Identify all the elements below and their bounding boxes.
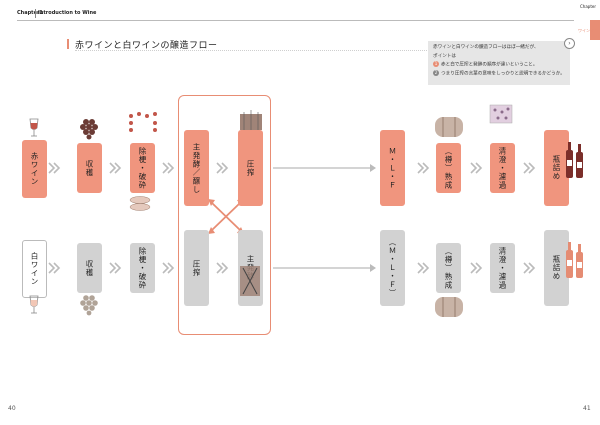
next-arrow-icon[interactable]: › bbox=[564, 38, 575, 49]
chevron-red-4 bbox=[216, 162, 224, 174]
step-red-barrel-aging: （樽）熟成 bbox=[436, 143, 461, 193]
step-label: （樽）熟成 bbox=[444, 246, 453, 290]
step-red-fining-filtering: 清澄・濾過 bbox=[490, 143, 515, 193]
white-barrel-icon bbox=[435, 297, 463, 317]
bullet-1-icon: 1 bbox=[433, 61, 439, 67]
row-label-white-text: 白ワイン bbox=[30, 252, 39, 286]
red-press-icon bbox=[240, 110, 262, 130]
white-wine-glass-icon bbox=[29, 295, 39, 314]
white-grapes-icon bbox=[80, 295, 98, 316]
step-white-destem-crush: 除梗・破砕 bbox=[130, 243, 155, 293]
step-label: 除梗・破砕 bbox=[138, 246, 147, 290]
bullet-2-text: つまり圧搾の言葉の意味をしっかりと説明できるかどうか。 bbox=[441, 71, 565, 77]
row-label-white-wine: 白ワイン bbox=[22, 240, 47, 298]
step-label: （Ｍ・Ｌ・Ｆ） bbox=[388, 238, 397, 298]
red-wine-glass-icon bbox=[29, 118, 39, 137]
step-red-harvest: 収穫 bbox=[77, 143, 102, 193]
step-white-barrel-aging: （樽）熟成 bbox=[436, 243, 461, 293]
step-white-mlf: （Ｍ・Ｌ・Ｆ） bbox=[380, 230, 405, 306]
section-title: 赤ワインと白ワインの醸造フロー bbox=[75, 41, 218, 51]
chapter-title: Introduction to Wine bbox=[38, 10, 97, 16]
step-label: 圧搾 bbox=[246, 159, 255, 177]
step-label: 主発酵／醸し bbox=[192, 142, 201, 194]
step-white-fining-filtering: 清澄・濾過 bbox=[490, 243, 515, 293]
white-press-icon bbox=[240, 266, 260, 296]
side-tab bbox=[590, 20, 600, 40]
chevron-red-1 bbox=[48, 162, 56, 174]
filter-icon bbox=[489, 104, 513, 124]
bullet-1-text: 赤と白で圧搾と発酵の順序が違いということ。 bbox=[441, 62, 538, 68]
title-underline bbox=[75, 50, 565, 51]
step-label: 除梗・破砕 bbox=[138, 146, 147, 190]
step-label: （樽）熟成 bbox=[444, 146, 453, 190]
step-label: Ｍ・Ｌ・Ｆ bbox=[388, 146, 397, 190]
page-number-left: 40 bbox=[8, 405, 16, 412]
step-label: 瓶詰め bbox=[552, 155, 561, 181]
crusher-roller-icon bbox=[129, 196, 151, 211]
chevron-red-5 bbox=[417, 162, 425, 174]
red-grapes-icon bbox=[80, 119, 98, 140]
chevron-red-3 bbox=[162, 162, 170, 174]
step-white-harvest: 収穫 bbox=[77, 243, 102, 293]
row-label-red-wine: 赤ワイン bbox=[22, 140, 47, 198]
red-bottles-icon bbox=[566, 142, 583, 178]
page-number-right: 41 bbox=[583, 405, 591, 412]
step-white-press: 圧搾 bbox=[184, 230, 209, 306]
red-barrel-icon bbox=[435, 117, 463, 137]
step-red-bottling: 瓶詰め bbox=[544, 130, 569, 206]
destemmer-icon bbox=[129, 112, 157, 132]
step-white-bottling: 瓶詰め bbox=[544, 230, 569, 306]
step-label: 圧搾 bbox=[192, 259, 201, 277]
side-tab-label: ワイン醸造 bbox=[578, 28, 598, 33]
title-accent bbox=[67, 39, 69, 49]
swap-cross-icon bbox=[211, 202, 241, 231]
note-line-2: ポイントは bbox=[433, 53, 456, 59]
side-chapter-label: Chapter bbox=[580, 4, 596, 9]
chevron-red-6 bbox=[470, 162, 478, 174]
white-bottles-icon bbox=[566, 242, 583, 278]
header-rule bbox=[17, 20, 574, 21]
step-label: 清澄・濾過 bbox=[498, 246, 507, 290]
row-label-red-text: 赤ワイン bbox=[30, 152, 39, 186]
step-label: 収穫 bbox=[85, 259, 94, 277]
header-divider bbox=[35, 9, 36, 18]
fermentation-highlight-frame bbox=[178, 95, 271, 335]
note-line-1: 赤ワインと白ワインの醸造フローはほぼ一緒だが、 bbox=[433, 45, 539, 50]
chevron-red-2 bbox=[109, 162, 117, 174]
bullet-2-icon: 2 bbox=[433, 70, 439, 76]
chevron-red-7 bbox=[523, 162, 531, 174]
step-label: 瓶詰め bbox=[552, 255, 561, 281]
step-red-mlf: Ｍ・Ｌ・Ｆ bbox=[380, 130, 405, 206]
step-label: 収穫 bbox=[85, 159, 94, 177]
step-red-destem-crush: 除梗・破砕 bbox=[130, 143, 155, 193]
step-red-press: 圧搾 bbox=[238, 130, 263, 206]
chapter-label: Chapter1 bbox=[17, 10, 43, 16]
step-label: 清澄・濾過 bbox=[498, 146, 507, 190]
step-red-fermentation-maceration: 主発酵／醸し bbox=[184, 130, 209, 206]
